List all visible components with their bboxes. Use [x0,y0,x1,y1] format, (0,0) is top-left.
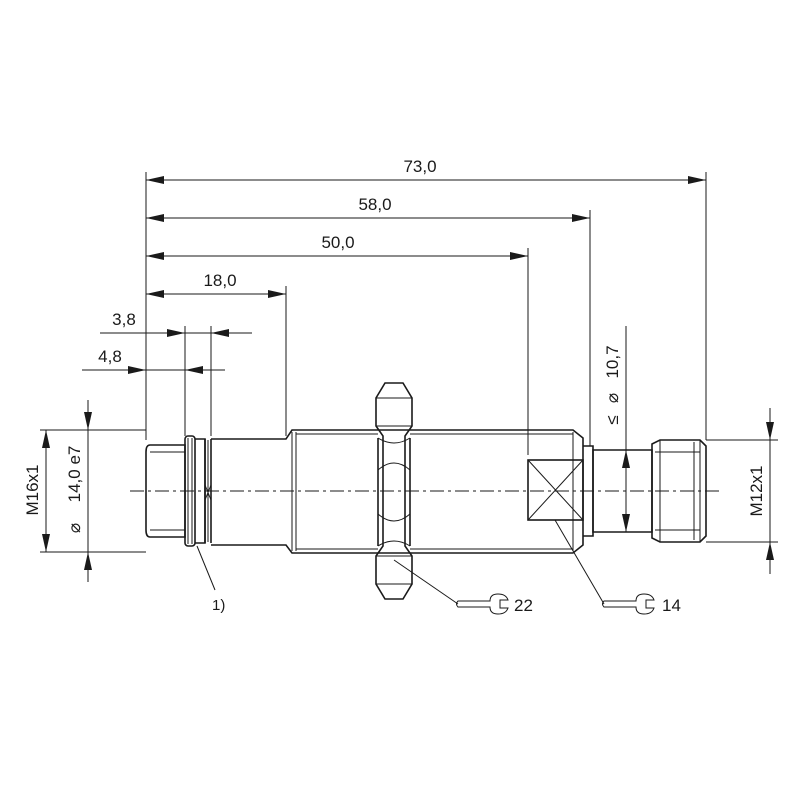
note-marker: 1) [212,597,225,614]
dim-sensing-zone: 18,0 [203,271,236,290]
dim-58: 58,0 [146,195,590,222]
dim-connector-thread: M12x1 [747,408,774,574]
dim-body-diameter: M16x1 ⌀ 14,0 e7 [23,400,92,582]
dim-connector-flange: 58,0 [358,195,391,214]
connector-thread-label: M12x1 [747,465,766,516]
diameter-symbol-2: ⌀ [603,393,622,403]
dim-18: 18,0 [146,271,286,298]
dim-3-8: 3,8 [100,310,252,337]
hex-nut [375,382,413,600]
le-symbol: ≤ [603,415,622,424]
nut-wrench-callout: 22 [393,559,533,615]
dim-total-length: 73,0 [403,157,436,176]
dim-wrench-flat: 50,0 [321,233,354,252]
dim-connector-diameter: ≤ ⌀ 10,7 [603,326,630,532]
dim-4-8: 4,8 [82,347,225,378]
dim-50: 50,0 [146,233,528,260]
connector [583,439,707,543]
dim-groove-width: 3,8 [112,310,136,329]
diameter-symbol: ⌀ [65,523,84,533]
flat-wrench-size: 14 [662,596,681,615]
body-diameter-label: 14,0 e7 [65,446,84,503]
body-thread-label: M16x1 [23,464,42,515]
nut-wrench-size: 22 [514,596,533,615]
wrench-icon-2 [602,593,655,615]
dim-73: 73,0 [146,157,706,184]
flat-wrench-callout: 14 [554,519,681,615]
connector-diameter-label: 10,7 [603,345,622,378]
wrench-icon [456,593,509,615]
dim-groove-offset: 4,8 [98,347,122,366]
extension-lines [40,172,778,553]
note-1-leader: 1) [196,545,225,614]
